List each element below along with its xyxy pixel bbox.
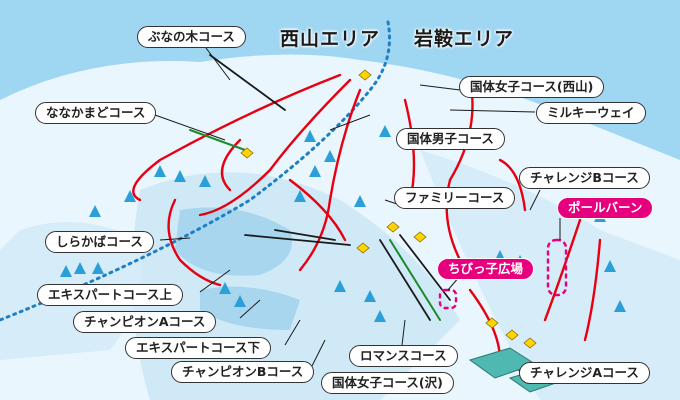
tree-icon	[364, 290, 376, 302]
lift-station-icon	[356, 242, 370, 254]
course-label-kokutai-joshi-nishiyama[interactable]: 国体女子コース(西山)	[459, 76, 605, 98]
tree-icon	[614, 300, 626, 312]
course-label-pole-burn[interactable]: ポールバーン	[557, 197, 654, 219]
tree-icon	[219, 282, 231, 294]
connector	[284, 319, 301, 346]
connector	[159, 237, 191, 241]
course-label-expert-upper[interactable]: エキスパートコース上	[37, 284, 184, 306]
pole-burn-zone	[546, 238, 568, 297]
course-label-shirakaba[interactable]: しらかばコース	[45, 231, 154, 253]
lift-station-icon	[485, 317, 499, 329]
course-label-romance[interactable]: ロマンスコース	[349, 345, 458, 367]
tree-icon	[174, 170, 186, 182]
course-line	[583, 238, 602, 342]
course-label-kokutai-joshi-sawa[interactable]: 国体女子コース(沢)	[321, 372, 454, 394]
area-border-line	[0, 20, 392, 322]
tree-icon	[324, 150, 336, 162]
course-line	[198, 78, 352, 217]
area-name-west: 西山エリア	[280, 28, 381, 50]
course-label-champion-b[interactable]: チャンピオンBコース	[171, 361, 315, 383]
connector	[309, 339, 326, 371]
lift-station-icon	[523, 337, 537, 349]
connector	[239, 299, 261, 319]
course-label-bunanoki[interactable]: ぶなの木コース	[137, 26, 246, 48]
snow-shadow	[420, 150, 680, 400]
course-label-challenge-a[interactable]: チャレンジAコース	[519, 362, 650, 384]
lift-line	[389, 239, 441, 321]
tree-icon	[374, 310, 386, 322]
course-label-champion-a[interactable]: チャンピオンAコース	[73, 311, 217, 333]
tree-icon	[92, 262, 104, 274]
lift-station-icon	[358, 69, 372, 81]
connector	[449, 109, 536, 113]
course-line	[167, 198, 222, 287]
course-line	[445, 78, 474, 262]
connector	[329, 114, 371, 131]
lift-line	[209, 54, 286, 111]
lift-line	[274, 229, 336, 241]
tree-icon	[60, 265, 72, 277]
course-line	[132, 73, 342, 202]
lift-station-icon	[240, 147, 254, 159]
course-label-expert-lower[interactable]: エキスパートコース下	[125, 337, 272, 359]
lift-station-icon	[505, 329, 519, 341]
course-label-nanakamado[interactable]: ななかまどコース	[35, 102, 157, 124]
lift-line	[189, 129, 246, 151]
course-label-milky-way[interactable]: ミルキーウェイ	[536, 102, 646, 124]
tree-icon	[74, 262, 86, 274]
tree-icon	[234, 295, 246, 307]
course-line	[543, 218, 582, 322]
connector	[199, 269, 231, 293]
lift-line	[379, 239, 431, 321]
tree-icon	[89, 205, 101, 217]
lift-line	[399, 234, 451, 301]
tree-icon	[379, 125, 391, 137]
course-label-chibikko-hiroba[interactable]: ちびっ子広場	[437, 258, 535, 280]
tree-icon	[199, 175, 211, 187]
course-label-kokutai-danshi[interactable]: 国体男子コース	[396, 128, 505, 150]
course-label-family[interactable]: ファミリーコース	[394, 187, 516, 209]
lift-lines	[189, 54, 451, 321]
course-line	[288, 178, 347, 242]
tree-icon	[309, 165, 321, 177]
tree-icon	[354, 195, 366, 207]
course-label-challenge-b[interactable]: チャレンジBコース	[519, 167, 650, 189]
tree-icon	[304, 130, 316, 142]
lift-station-icon	[413, 231, 427, 243]
connector	[419, 84, 461, 91]
connector	[529, 189, 541, 211]
connector	[154, 114, 226, 141]
course-line	[298, 88, 362, 272]
tree-icon	[604, 260, 616, 272]
tree-icon	[334, 280, 346, 292]
tree-icon	[294, 190, 306, 202]
tree-icon	[124, 190, 136, 202]
lift-station-icon	[386, 221, 400, 233]
course-line	[498, 158, 527, 212]
stations	[240, 69, 537, 349]
lift-line	[244, 234, 351, 246]
tree-icon	[154, 165, 166, 177]
area-name-east: 岩鞍エリア	[414, 28, 515, 50]
